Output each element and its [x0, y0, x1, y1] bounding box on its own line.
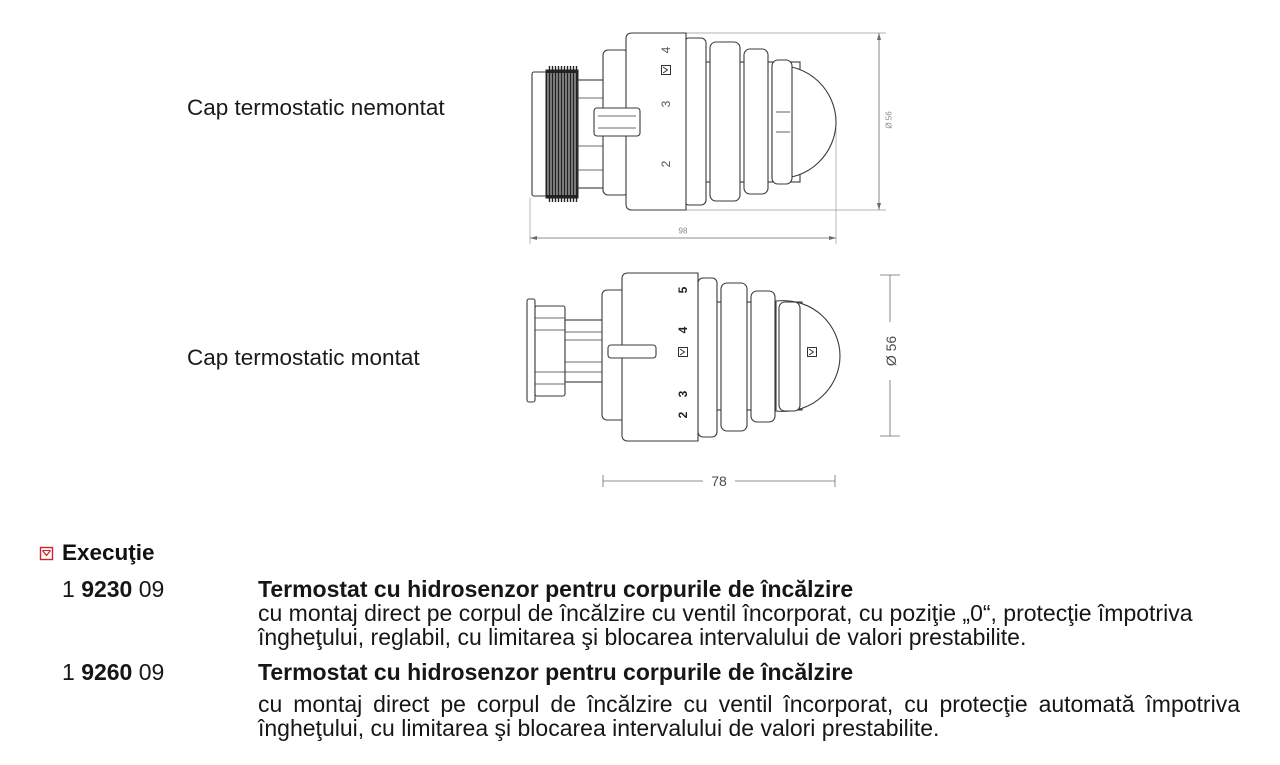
dial-mark: 2 [676, 411, 690, 418]
arrowhead [877, 203, 881, 210]
checkbox-icon [39, 546, 54, 561]
dial-symbol-icon [661, 65, 671, 75]
dial-body [621, 272, 699, 442]
product-description-line: îngheţului, cu limitarea şi blocarea int… [258, 715, 940, 741]
code-prefix: 1 [62, 659, 75, 685]
product-title: Termostat cu hidrosenzor pentru corpuril… [258, 659, 854, 685]
code-prefix: 1 [62, 576, 75, 602]
code-number: 9230 [81, 576, 133, 602]
dial-mark: 5 [676, 286, 690, 293]
drawing-unmounted: 98 Ø 56 4 [529, 32, 894, 244]
connector-ring [526, 298, 536, 403]
figure-label-unmounted: Cap termostatic nemontat [187, 95, 445, 120]
technical-drawings: 98 Ø 56 4 [526, 32, 900, 489]
figure-label-mounted: Cap termostatic montat [187, 345, 420, 370]
product-description-line: cu montaj direct pe corpul de încălzire … [258, 691, 1240, 717]
diameter-dimension-label: Ø 56 [885, 111, 894, 129]
knurl-ridges [547, 66, 578, 202]
arrowhead [877, 33, 881, 40]
length-dimension-label: 98 [679, 227, 688, 236]
code-suffix: 09 [138, 659, 165, 685]
diameter-dimension-label: Ø 56 [883, 336, 899, 367]
section-title: Execuţie [62, 540, 155, 565]
drawing-mounted: 5 4 3 2 Ø 56 78 [526, 272, 900, 489]
arrowhead [829, 236, 836, 240]
dial-body [625, 32, 687, 211]
dial-symbol-icon [678, 347, 688, 357]
arrowhead [530, 236, 537, 240]
dial-mark: 3 [659, 100, 673, 107]
dial-mark: 2 [659, 160, 673, 167]
product-title: Termostat cu hidrosenzor pentru corpuril… [258, 576, 854, 602]
head-rib [778, 301, 801, 412]
head-rib [697, 277, 718, 438]
head-rib [750, 290, 776, 423]
code-number: 9260 [81, 659, 133, 685]
dial-mark: 4 [659, 46, 673, 53]
dial-mark: 3 [676, 390, 690, 397]
product-description-line: cu montaj direct pe corpul de încălzire … [258, 600, 1193, 626]
head-rib [743, 48, 769, 195]
code-suffix: 09 [138, 576, 165, 602]
product-code: 1 9230 09 [62, 576, 164, 602]
length-dimension-label: 78 [711, 473, 727, 489]
dial-mark: 4 [676, 326, 690, 333]
head-rib [771, 59, 793, 185]
head-rib [720, 282, 748, 432]
stem [607, 344, 657, 359]
dial-symbol-icon [807, 347, 817, 357]
stem [593, 107, 641, 137]
head-rib [709, 41, 741, 202]
product-description-line: îngheţului, reglabil, cu limitarea şi bl… [258, 624, 1027, 650]
connector-sleeve [564, 319, 604, 383]
head-rib [683, 37, 707, 206]
product-code: 1 9260 09 [62, 659, 164, 685]
connector-nut [534, 305, 566, 397]
